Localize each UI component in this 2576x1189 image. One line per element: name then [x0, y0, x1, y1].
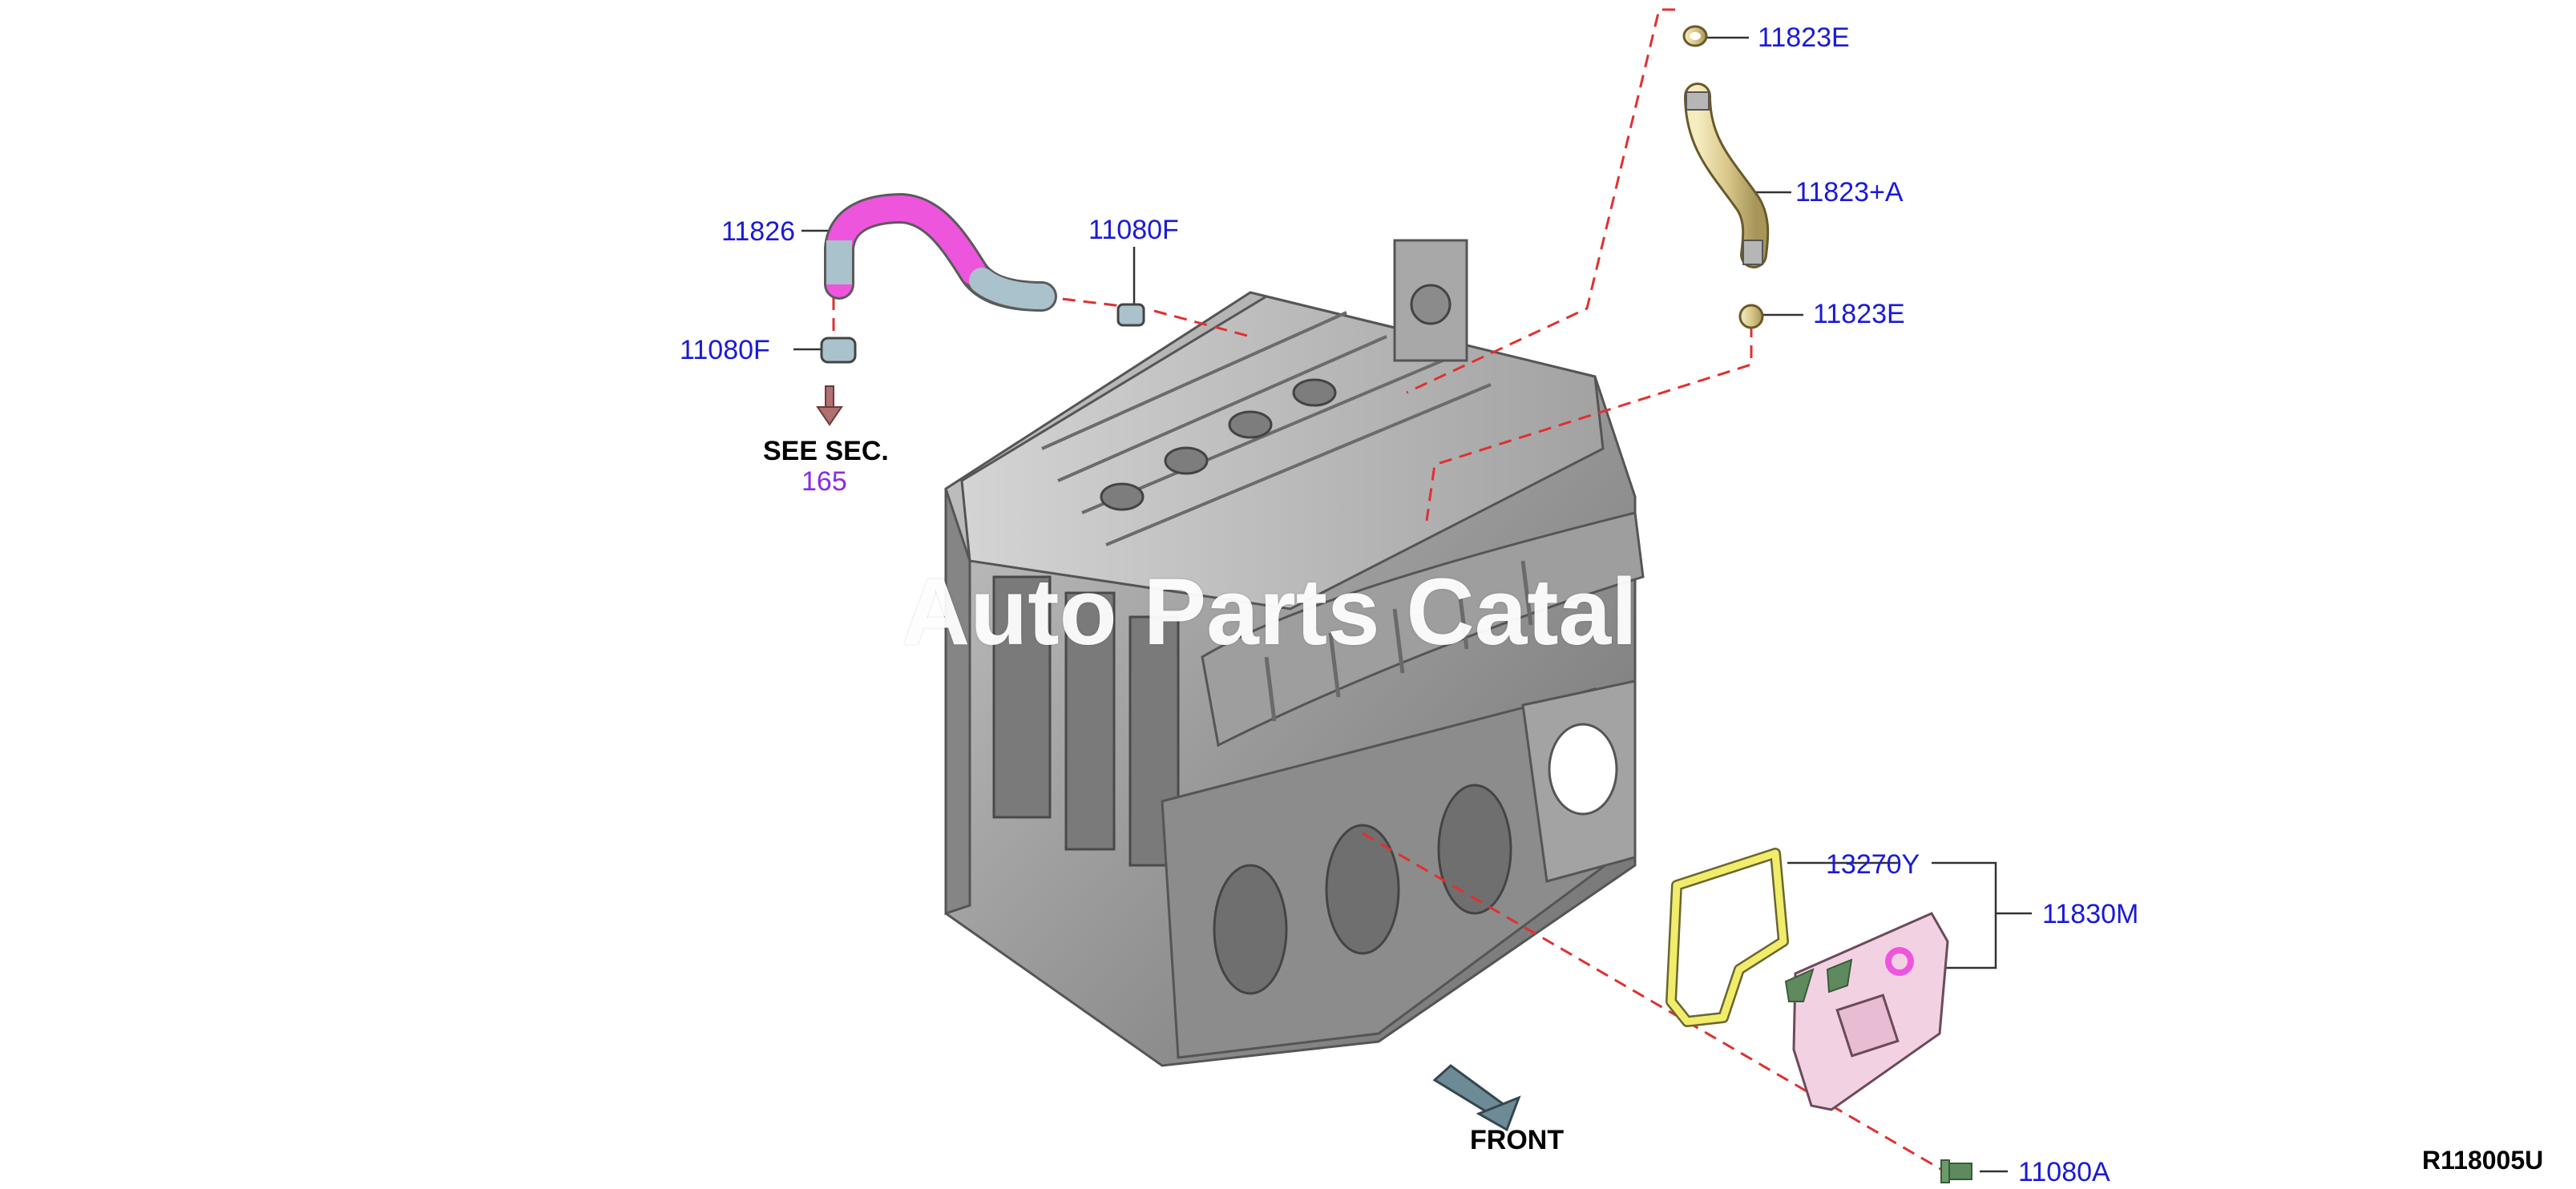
see-section-number-link[interactable]: 165: [801, 466, 847, 497]
part-11823E-top-clip[interactable]: [1682, 25, 1708, 47]
part-11080F-clamp-top[interactable]: [1116, 303, 1145, 327]
label-11823E-top[interactable]: 11823E: [1758, 22, 1850, 53]
label-11080A[interactable]: 11080A: [2018, 1157, 2110, 1187]
label-11823A[interactable]: 11823+A: [1795, 177, 1904, 208]
diagram-code: R118005U: [2422, 1146, 2544, 1175]
label-11826[interactable]: 11826: [721, 216, 796, 247]
part-11080A-bolt[interactable]: [1940, 1159, 1972, 1183]
part-11826-hose[interactable]: [824, 192, 1057, 312]
label-11823E-bottom[interactable]: 11823E: [1813, 299, 1905, 329]
part-11823E-bottom-clip[interactable]: [1738, 304, 1764, 329]
part-11830M-cover[interactable]: [1784, 912, 1949, 1111]
label-11830M[interactable]: 11830M: [2042, 899, 2139, 929]
see-section-arrow-icon: [816, 385, 843, 426]
watermark-text: Auto Parts Catal: [902, 559, 1637, 665]
label-11080F-left[interactable]: 11080F: [680, 335, 770, 365]
label-11080F-top[interactable]: 11080F: [1088, 215, 1179, 245]
see-section-label: SEE SEC.: [763, 436, 889, 466]
part-13270Y-gasket[interactable]: [1666, 848, 1789, 1027]
part-11080F-clamp-left[interactable]: [820, 337, 857, 364]
part-11823A-tube[interactable]: [1684, 83, 1770, 268]
label-13270Y[interactable]: 13270Y: [1826, 849, 1920, 880]
front-label: FRONT: [1470, 1125, 1565, 1155]
front-arrow-icon: [1432, 1064, 1521, 1132]
